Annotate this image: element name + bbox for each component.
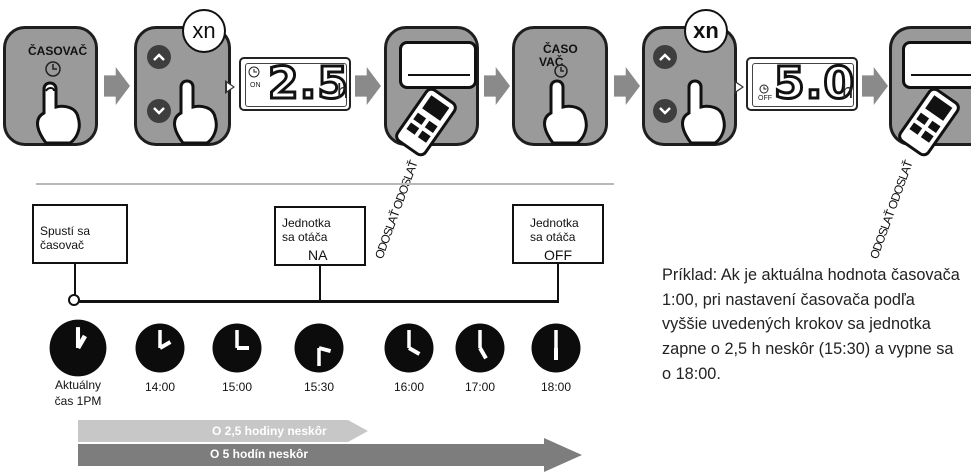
event-box-timer-start: Spustí sa časovač [32, 204, 128, 264]
timer-button-label-line1: ČASO [543, 42, 578, 56]
hour-hand [478, 346, 488, 360]
step-adjust-buttons-panel [134, 26, 231, 146]
step-arrow-3 [484, 67, 510, 105]
hour-hand [318, 346, 332, 354]
step-arrow-4 [614, 67, 640, 105]
clock-label-1700: 17:00 [464, 380, 496, 394]
clock-face-1600 [384, 323, 434, 373]
down-button [653, 99, 677, 123]
event-line2: časovač [40, 238, 85, 252]
clock-face-1400 [135, 323, 185, 373]
hour-hand [158, 340, 172, 350]
clock-face-1800 [531, 323, 581, 373]
ac-unit-icon [399, 41, 477, 89]
repeat-count-badge: xn [684, 9, 728, 53]
event-box-unit-off: Jednotka sa otáča OFF [512, 204, 604, 264]
duration-label-5h: O 5 hodín neskôr [210, 447, 309, 461]
remote-control-icon [898, 87, 960, 157]
clock-label-1600: 16:00 [393, 380, 425, 394]
timer-button-label: ČASOVAČ [28, 44, 88, 58]
chevron-up-icon [659, 53, 671, 61]
lcd-display-off: OFF 5.0 h [746, 57, 858, 111]
lcd-off-unit: h [842, 81, 854, 103]
timeline-connector [74, 264, 76, 300]
timer-button-label-line2: VAČ [539, 55, 564, 69]
step-timer-button-panel-2: ČASO VAČ [512, 26, 608, 146]
section-divider [36, 183, 614, 185]
clock-face-1500 [212, 323, 262, 373]
timeline-connector [557, 264, 559, 300]
event-line3: NA [308, 247, 328, 263]
finger-press-icon [173, 79, 218, 145]
timeline-axis [74, 300, 559, 303]
chevron-up-icon [153, 53, 165, 61]
hour-hand [75, 334, 87, 350]
clock-face-1530 [294, 323, 344, 373]
duration-label-2-5h: O 2,5 hodiny neskôr [212, 424, 327, 438]
lcd-on-unit: h [337, 81, 349, 103]
duration-arrow-5h [78, 438, 582, 472]
event-line3: OFF [544, 247, 572, 263]
up-button [653, 45, 677, 69]
event-box-unit-on: Jednotka sa otáča NA [274, 206, 366, 266]
clock-icon [554, 64, 568, 78]
event-line2: sa otáča [282, 230, 328, 244]
lcd-on-value: 2.5 [267, 58, 350, 109]
send-signal-text: ODOSLAŤ ODOSLAŤ [372, 159, 421, 261]
lcd-frame [752, 63, 854, 107]
up-button [147, 45, 171, 69]
lcd-off-value: 5.0 [773, 58, 856, 109]
clock-icon [759, 84, 769, 94]
clock-icon [248, 66, 260, 78]
lcd-on-indicator: ON [250, 82, 261, 89]
step-send-remote-panel [384, 26, 479, 157]
step-arrow-2 [355, 67, 381, 105]
clock-label-1530: 15:30 [303, 380, 335, 394]
step-timer-button-panel: ČASOVAČ [3, 26, 98, 146]
event-line1: Jednotka [282, 216, 331, 230]
ac-unit-icon [902, 41, 971, 89]
step-arrow-1 [104, 67, 130, 105]
clock-label-1500: 15:00 [221, 380, 253, 394]
repeat-count-badge: xn [182, 9, 226, 53]
duration-arrow-2-5h [78, 420, 368, 442]
step-pointer-1 [225, 80, 235, 94]
clock-icon [45, 61, 61, 77]
finger-press-icon [681, 79, 726, 145]
chevron-down-icon [153, 107, 165, 115]
hour-hand [407, 346, 421, 356]
clock-label-current-line1: Aktuálny [54, 378, 102, 392]
timeline-start-dot [68, 294, 80, 306]
event-line1: Spustí sa [40, 224, 91, 238]
lcd-display-on: ON 2.5 h [239, 57, 351, 111]
finger-press-icon [543, 79, 588, 145]
lcd-off-indicator: OFF [758, 95, 772, 102]
finger-press-icon [36, 81, 81, 145]
event-line1: Jednotka [530, 216, 579, 230]
clock-label-1800: 18:00 [540, 380, 572, 394]
timeline-connector [319, 266, 321, 300]
event-line2: sa otáča [530, 230, 576, 244]
down-button [147, 99, 171, 123]
example-note: Príklad: Ak je aktuálna hodnota časovača… [662, 266, 960, 383]
remote-control-icon [395, 87, 457, 157]
step-pointer-2 [734, 80, 744, 94]
clock-face-aktulnyas1pm [49, 319, 107, 377]
step-send-remote-panel-2 [889, 26, 971, 157]
chevron-down-icon [659, 107, 671, 115]
clock-label-1400: 14:00 [144, 380, 176, 394]
step-arrow-5 [862, 67, 888, 105]
lcd-frame [245, 63, 347, 107]
send-signal-text: ODOSLAŤ ODOSLAŤ [867, 159, 916, 261]
clock-label-current-line2: čas 1PM [54, 394, 102, 408]
clock-face-1700 [455, 323, 505, 373]
